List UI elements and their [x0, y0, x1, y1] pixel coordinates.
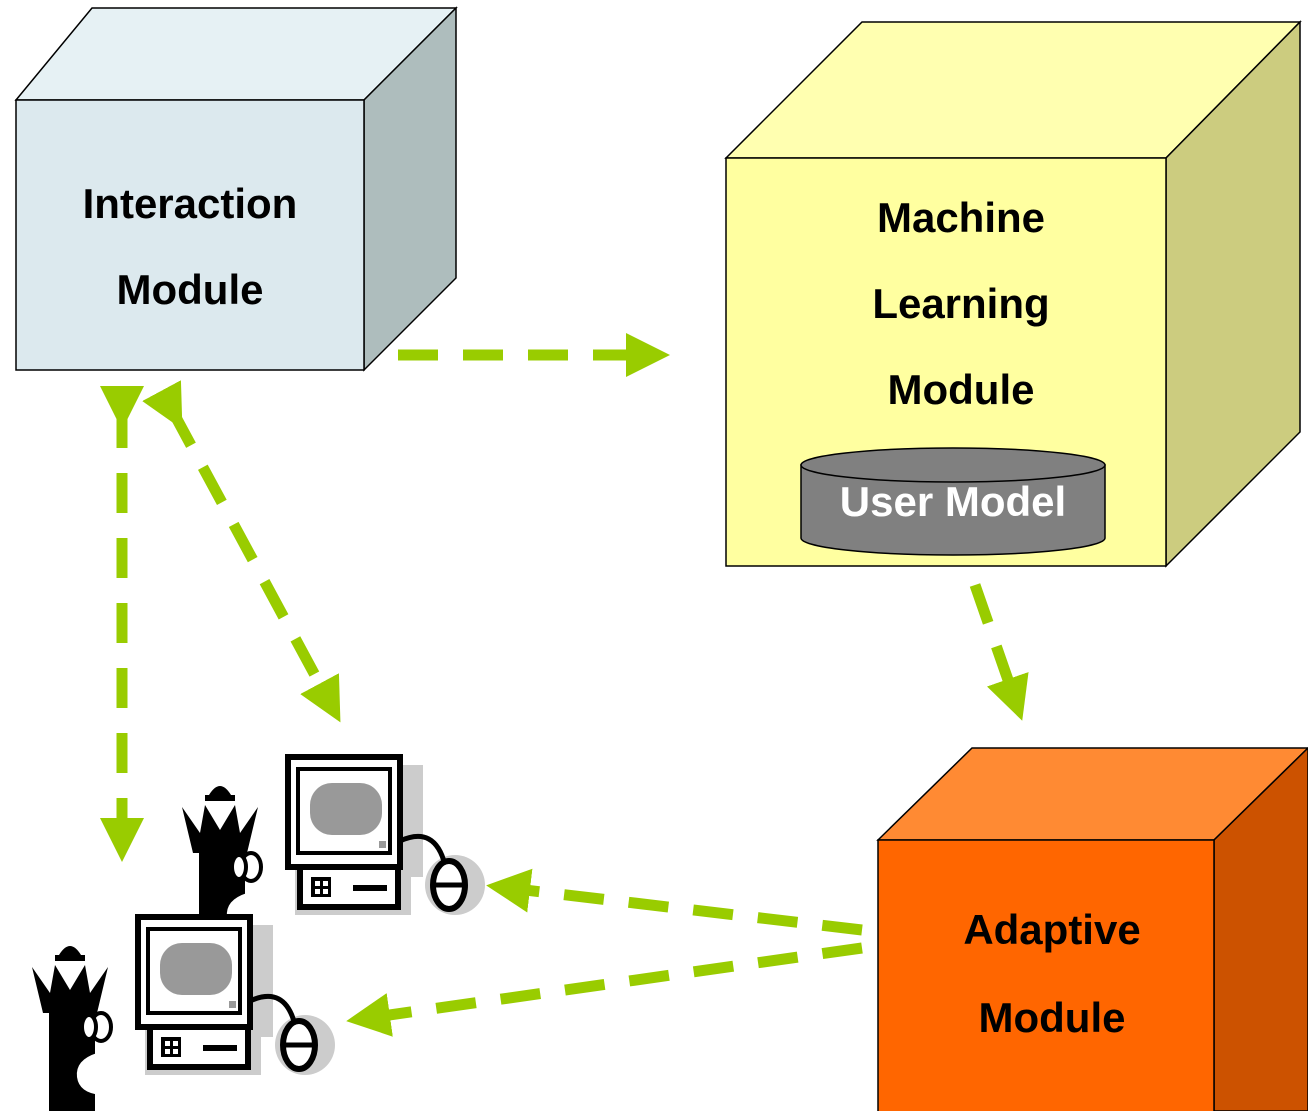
interaction-module-front-face — [15, 99, 365, 371]
arrow-interaction-user1-bidirectional — [142, 380, 341, 723]
user-at-computer-icon — [32, 917, 335, 1111]
arrow-adaptive-to-user1 — [486, 868, 863, 936]
adaptive-module-label-line1: Adaptive — [963, 906, 1140, 953]
adaptive-module-front-face — [877, 839, 1215, 1111]
user-model-database: User Model — [800, 447, 1106, 556]
ml-module-label-line1: Machine — [877, 194, 1045, 241]
flow-arrows — [100, 333, 1029, 1037]
user-model-cylinder-top — [800, 447, 1106, 483]
user-model-label: User Model — [840, 478, 1066, 525]
ml-module-label-line3: Module — [888, 366, 1035, 413]
interaction-module: Interaction Module — [14, 6, 458, 372]
arrow-ml-to-adaptive — [969, 583, 1029, 721]
adaptive-module: Adaptive Module — [876, 746, 1308, 1111]
arrow-adaptive-to-user2 — [346, 942, 863, 1037]
interaction-module-label-line1: Interaction — [83, 180, 298, 227]
ml-module-label-line2: Learning — [872, 280, 1049, 327]
adaptive-module-label-line2: Module — [979, 994, 1126, 1041]
user-model-cylinder-body — [800, 464, 1106, 556]
machine-learning-module: Machine Learning Module User Model — [724, 20, 1302, 568]
interaction-module-label-line2: Module — [117, 266, 264, 313]
